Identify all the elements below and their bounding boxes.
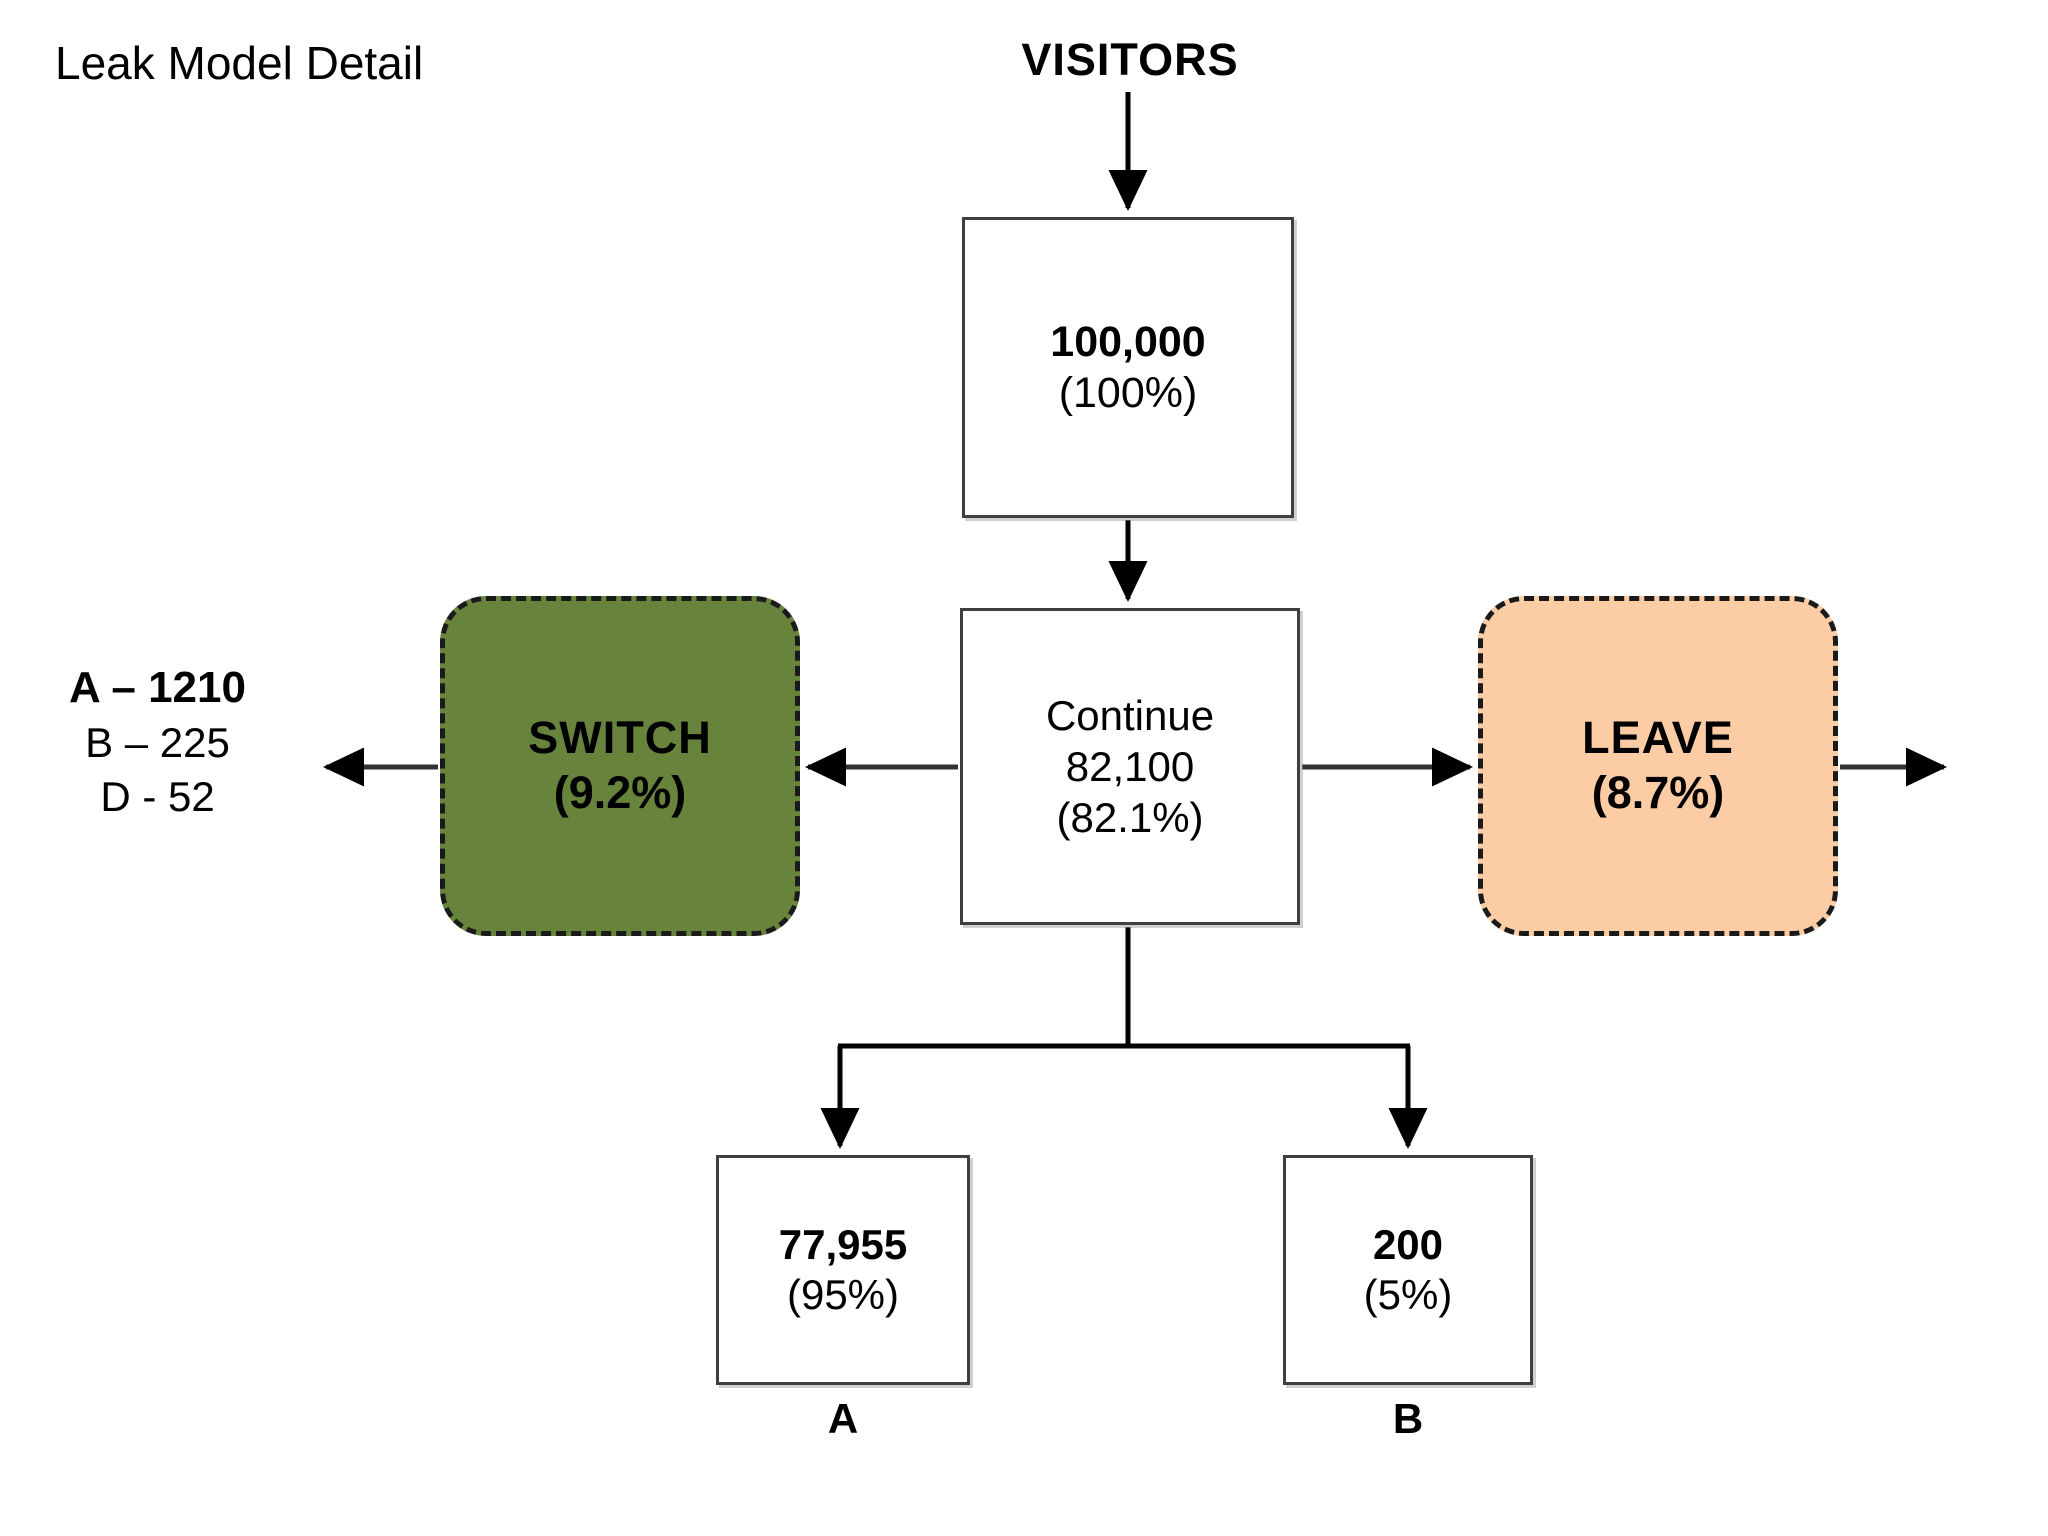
visitors-total-percent: (100%): [1058, 368, 1198, 417]
visitors-total-count: 100,000: [1050, 317, 1206, 366]
branch-a-caption: A: [827, 1395, 859, 1442]
continue-label: Continue: [1045, 691, 1215, 739]
switch-breakdown-a: A – 1210: [69, 663, 246, 712]
node-leave: LEAVE (8.7%): [1478, 596, 1838, 936]
continue-count: 82,100: [1065, 742, 1195, 790]
switch-percent: (9.2%): [553, 767, 687, 818]
branch-a-percent: (95%): [786, 1271, 900, 1318]
node-branch-a: 77,955 (95%): [716, 1155, 970, 1385]
switch-breakdown-labels: A – 1210 B – 225 D - 52: [20, 660, 295, 824]
branch-b-count: 200: [1372, 1221, 1444, 1269]
node-switch: SWITCH (9.2%): [440, 596, 800, 936]
leave-percent: (8.7%): [1591, 767, 1725, 818]
node-visitors-total: 100,000 (100%): [962, 217, 1294, 518]
switch-label: SWITCH: [528, 712, 712, 764]
visitors-entry-label: VISITORS: [1021, 34, 1239, 85]
branch-a-count: 77,955: [778, 1221, 908, 1269]
node-branch-b: 200 (5%): [1283, 1155, 1533, 1385]
branch-b-caption: B: [1392, 1395, 1424, 1442]
branch-b-percent: (5%): [1363, 1271, 1453, 1318]
continue-percent: (82.1%): [1056, 794, 1204, 842]
leave-label: LEAVE: [1582, 712, 1734, 764]
node-continue: Continue 82,100 (82.1%): [960, 608, 1300, 925]
page-title: Leak Model Detail: [55, 37, 424, 89]
switch-breakdown-b: B – 225: [85, 719, 230, 767]
switch-breakdown-d: D - 52: [100, 773, 215, 821]
